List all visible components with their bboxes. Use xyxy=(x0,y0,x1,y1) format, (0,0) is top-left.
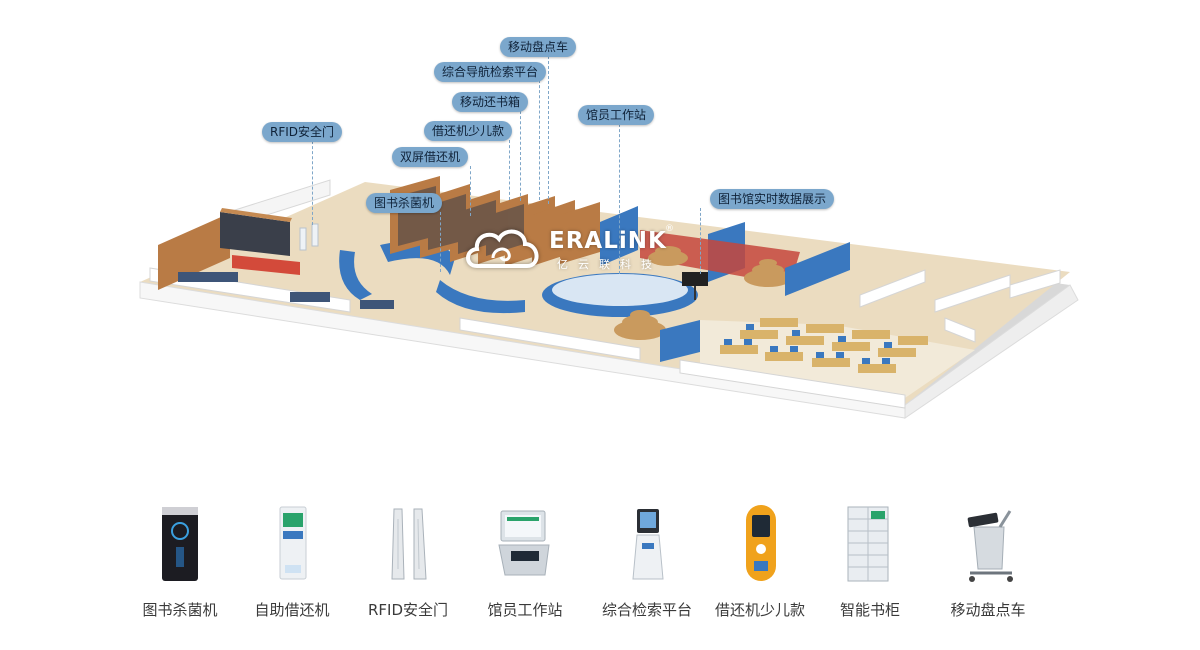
product-book-sterilizer: 图书杀菌机 xyxy=(120,495,240,630)
callout-kids-borrow-return: 借还机少儿款 xyxy=(424,121,513,141)
librarian-workstation-icon xyxy=(498,510,550,576)
leader-mobile-inventory-cart xyxy=(548,56,549,204)
floor-plan-illustration xyxy=(139,176,1079,419)
leader-dual-screen xyxy=(470,166,471,216)
leader-rfid-gate xyxy=(312,141,313,225)
self-service-kiosk-icon xyxy=(279,506,307,580)
library-floor-plan: 移动盘点车 综合导航检索平台 移动还书箱 借还机少儿款 馆员工作站 RFID安全… xyxy=(139,37,1079,419)
product-librarian-workstation: 馆员工作站 xyxy=(465,495,585,630)
registered-mark: ® xyxy=(665,224,674,234)
product-label: 自助借还机 xyxy=(254,601,330,619)
product-label: 图书杀菌机 xyxy=(142,601,218,619)
leader-navigation-search-platform xyxy=(539,80,540,200)
callout-mobile-return-box: 移动还书箱 xyxy=(452,92,529,112)
callout-dual-screen-borrow-return: 双屏借还机 xyxy=(392,147,469,167)
leader-realtime-data xyxy=(700,208,701,274)
brand-subtitle: 亿云联科技 xyxy=(557,258,662,271)
product-rfid-gate: RFID安全门 xyxy=(348,495,468,630)
brand-name: ERALiNK xyxy=(549,228,667,254)
product-inventory-cart: 移动盘点车 xyxy=(928,495,1048,630)
callout-navigation-search-platform: 综合导航检索平台 xyxy=(434,62,547,82)
product-self-service-kiosk: 自助借还机 xyxy=(232,495,352,630)
rfid-gate-icon xyxy=(391,508,427,580)
callout-book-sterilizer: 图书杀菌机 xyxy=(366,193,443,213)
callout-mobile-inventory-cart: 移动盘点车 xyxy=(500,37,577,57)
product-search-kiosk: 综合检索平台 xyxy=(587,495,707,630)
product-label: 智能书柜 xyxy=(839,601,900,619)
search-kiosk-icon xyxy=(632,509,664,580)
brand-logo: ERALiNK ® 亿云联科技 xyxy=(463,222,674,278)
product-smart-bookcase: 智能书柜 xyxy=(810,495,930,630)
product-label: 借还机少儿款 xyxy=(714,601,805,619)
product-label: 综合检索平台 xyxy=(601,601,692,619)
leader-kids-borrow-return xyxy=(509,140,510,200)
callout-realtime-data-display: 图书馆实时数据展示 xyxy=(710,189,835,209)
kids-kiosk-icon xyxy=(746,505,776,581)
leader-book-sterilizer xyxy=(440,212,441,272)
cloud-logo-icon xyxy=(466,229,539,268)
leader-mobile-return-box xyxy=(520,111,521,201)
smart-bookcase-icon xyxy=(847,506,889,582)
sterilizer-icon xyxy=(162,507,198,581)
product-label: RFID安全门 xyxy=(367,601,449,619)
product-label: 移动盘点车 xyxy=(950,601,1026,619)
product-kids-kiosk: 借还机少儿款 xyxy=(700,495,820,630)
product-label: 馆员工作站 xyxy=(487,601,563,619)
inventory-cart-icon xyxy=(967,510,1013,582)
leader-librarian-workstation xyxy=(619,124,620,274)
callout-rfid-gate: RFID安全门 xyxy=(262,122,343,142)
callout-librarian-workstation: 馆员工作站 xyxy=(578,105,655,125)
product-row: 图书杀菌机 自助借还机 RFID安全门 馆员工作站 xyxy=(120,495,1100,635)
